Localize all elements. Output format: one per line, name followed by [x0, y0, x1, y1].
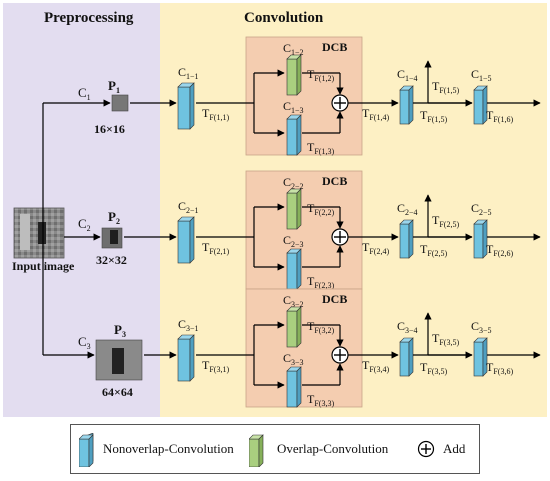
tensor-label-3-3: TF(3,3)	[307, 392, 334, 408]
branch-1: C1 P1 16×16	[43, 78, 177, 136]
conv-block-2-4	[399, 219, 414, 259]
tensor-label-1-3: TF(1,3)	[307, 140, 334, 156]
tensor-label-3-5a: TF(3,5)	[432, 331, 459, 347]
tensor-label-2-1: TF(2,1)	[202, 240, 229, 256]
conv-label-1-4: C1−4	[397, 67, 418, 83]
conv-block-1-5	[473, 85, 488, 125]
add-node-3	[331, 346, 349, 364]
svg-text:C1: C1	[78, 85, 91, 102]
conv-label-1-1: C1−1	[178, 65, 199, 81]
tensor-label-3-5b: TF(3,5)	[420, 360, 447, 376]
tensor-label-3-4: TF(3,4)	[362, 358, 389, 374]
conv-block-3-4	[399, 337, 414, 377]
conv-block-2-1	[177, 216, 195, 264]
legend-add-label: Add	[443, 441, 466, 456]
conv-block-1-2	[286, 54, 302, 96]
conv-label-3-3: C3−3	[283, 351, 304, 367]
tensor-label-2-5a: TF(2,5)	[432, 213, 459, 229]
tensor-label-2-2: TF(2,2)	[307, 201, 334, 217]
nonoverlap-convolution-icon	[79, 433, 94, 467]
conv-label-3-1: C3−1	[178, 317, 199, 333]
dcb-label-3: DCB	[322, 292, 347, 306]
conv-block-2-2	[286, 188, 302, 230]
conv-label-2-4: C2−4	[397, 201, 418, 217]
conv-label-3-5: C3−5	[471, 319, 492, 335]
conv-block-3-1	[177, 334, 195, 382]
svg-text:P3: P3	[114, 322, 126, 339]
patch-size-32: 32×32	[96, 253, 127, 267]
tensor-label-2-6: TF(2,6)	[486, 242, 513, 258]
conv-block-3-5	[473, 337, 488, 377]
conv-label-1-2: C1−2	[283, 41, 304, 57]
dcb-label-1: DCB	[322, 40, 347, 54]
tensor-label-1-6: TF(1,6)	[486, 108, 513, 124]
conv-label-1-3: C1−3	[283, 99, 304, 115]
conv-block-1-4	[399, 85, 414, 125]
tensor-label-2-3: TF(2,3)	[307, 274, 334, 290]
tensor-label-1-5b: TF(1,5)	[420, 108, 447, 124]
add-node-2	[331, 228, 349, 246]
conv-label-2-5: C2−5	[471, 201, 492, 217]
legend-nonoverlap-label: Nonoverlap-Convolution	[103, 441, 234, 456]
patch-size-64: 64×64	[102, 385, 133, 399]
conv-block-1-3	[286, 114, 302, 156]
tensor-label-3-6: TF(3,6)	[486, 360, 513, 376]
tensor-label-1-1: TF(1,1)	[202, 106, 229, 122]
tensor-label-1-5a: TF(1,5)	[432, 79, 459, 95]
legend: Nonoverlap-Convolution Overlap-Convoluti…	[70, 424, 480, 474]
tensor-label-2-5b: TF(2,5)	[420, 242, 447, 258]
convolution-title: Convolution	[244, 10, 324, 26]
conv-block-1-1	[177, 82, 195, 130]
tensor-label-1-2: TF(1,2)	[307, 67, 334, 83]
svg-text:P1: P1	[108, 78, 120, 95]
conv-label-3-4: C3−4	[397, 319, 418, 335]
patch-p1-image	[111, 94, 129, 112]
tensor-label-1-4: TF(1,4)	[362, 106, 389, 122]
patch-size-16: 16×16	[94, 122, 125, 136]
conv-label-3-2: C3−2	[283, 293, 304, 309]
conv-label-2-1: C2−1	[178, 199, 199, 215]
dcb-label-2: DCB	[322, 174, 347, 188]
branch-2: C2 P2 32×32	[64, 209, 177, 267]
conv-label-1-5: C1−5	[471, 67, 492, 83]
branch-3: C3 P3 64×64	[43, 322, 177, 399]
conv-block-3-3	[286, 366, 302, 408]
conv-label-2-2: C2−2	[283, 175, 304, 191]
conv-block-3-2	[286, 306, 302, 348]
svg-text:P2: P2	[108, 209, 120, 226]
tensor-label-3-2: TF(3,2)	[307, 319, 334, 335]
conv-block-2-5	[473, 219, 488, 259]
svg-text:C3: C3	[78, 334, 91, 351]
svg-text:C2: C2	[78, 216, 91, 233]
conv-label-2-3: C2−3	[283, 233, 304, 249]
conv-block-2-3	[286, 248, 302, 290]
preprocessing-title: Preprocessing	[44, 10, 134, 26]
tensor-label-2-4: TF(2,4)	[362, 240, 389, 256]
overlap-convolution-icon	[249, 434, 264, 467]
add-node-1	[331, 94, 349, 112]
add-icon	[417, 440, 435, 458]
tensor-label-3-1: TF(3,1)	[202, 358, 229, 374]
legend-overlap-label: Overlap-Convolution	[277, 441, 389, 456]
input-image	[13, 207, 65, 259]
